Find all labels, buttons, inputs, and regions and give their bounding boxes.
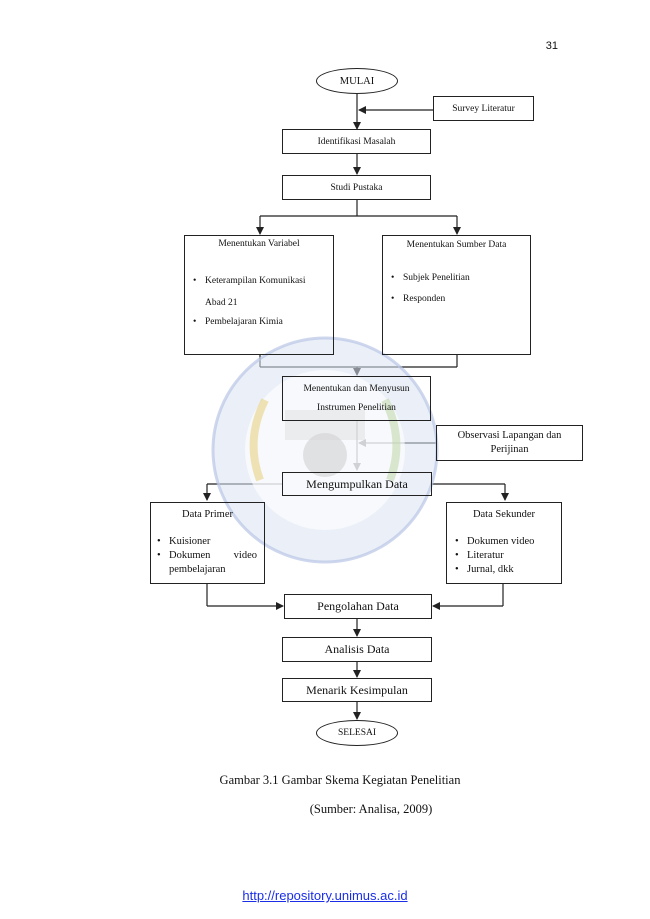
instrument-line-2: Instrumen Penelitian [317, 402, 396, 413]
problem-identification-box: Identifikasi Masalah [282, 129, 431, 154]
end-terminal: SELESAI [316, 720, 398, 746]
observation-line-2: Perijinan [490, 444, 529, 455]
page-number: 31 [545, 40, 558, 52]
list-item: Kuisioner [157, 535, 257, 549]
primary-data-box: Data Primer Kuisioner Dokumen video pemb… [150, 502, 265, 584]
repository-link[interactable]: http://repository.unimus.ac.id [242, 888, 408, 903]
sources-title: Menentukan Sumber Data [406, 240, 507, 250]
list-item: Literatur [455, 549, 559, 563]
figure-source: (Sumber: Analisa, 2009) [309, 802, 433, 816]
list-item: Pembelajaran Kimia [193, 316, 327, 329]
list-item: Dokumen video pembelajaran [157, 549, 257, 577]
sources-list: Subjek Penelitian Responden [391, 272, 525, 306]
variables-title: Menentukan Variabel [218, 239, 300, 249]
start-terminal: MULAI [316, 68, 398, 94]
list-item: Subjek Penelitian [391, 272, 525, 285]
list-item: Keterampilan Komunikasi Abad 21 [193, 270, 327, 314]
list-item: Jurnal, dkk [455, 563, 559, 577]
collect-data-box: Mengumpulkan Data [282, 472, 432, 496]
primary-list: Kuisioner Dokumen video pembelajaran [157, 535, 257, 578]
list-item: Responden [391, 293, 525, 306]
primary-title: Data Primer [181, 509, 234, 520]
secondary-list: Dokumen video Literatur Jurnal, dkk [455, 535, 559, 578]
determine-variables-box: Menentukan Variabel Keterampilan Komunik… [184, 235, 334, 355]
secondary-title: Data Sekunder [472, 509, 536, 520]
university-seal-watermark [211, 336, 439, 564]
survey-literature-box: Survey Literatur [433, 96, 534, 121]
observation-line-1: Observasi Lapangan dan [457, 429, 562, 441]
figure-caption: Gambar 3.1 Gambar Skema Kegiatan Penelit… [219, 773, 461, 787]
secondary-data-box: Data Sekunder Dokumen video Literatur Ju… [446, 502, 562, 584]
instrument-design-box: Menentukan dan Menyusun Instrumen Peneli… [282, 376, 431, 421]
variables-list: Keterampilan Komunikasi Abad 21 Pembelaj… [193, 270, 327, 329]
list-item: Dokumen video [455, 535, 559, 549]
literature-study-box: Studi Pustaka [282, 175, 431, 200]
instrument-line-1: Menentukan dan Menyusun [303, 384, 410, 395]
determine-data-sources-box: Menentukan Sumber Data Subjek Penelitian… [382, 235, 531, 355]
field-observation-box: Observasi Lapangan dan Perijinan [436, 425, 583, 461]
data-analysis-box: Analisis Data [282, 637, 432, 662]
data-processing-box: Pengolahan Data [284, 594, 432, 619]
conclusion-box: Menarik Kesimpulan [282, 678, 432, 702]
